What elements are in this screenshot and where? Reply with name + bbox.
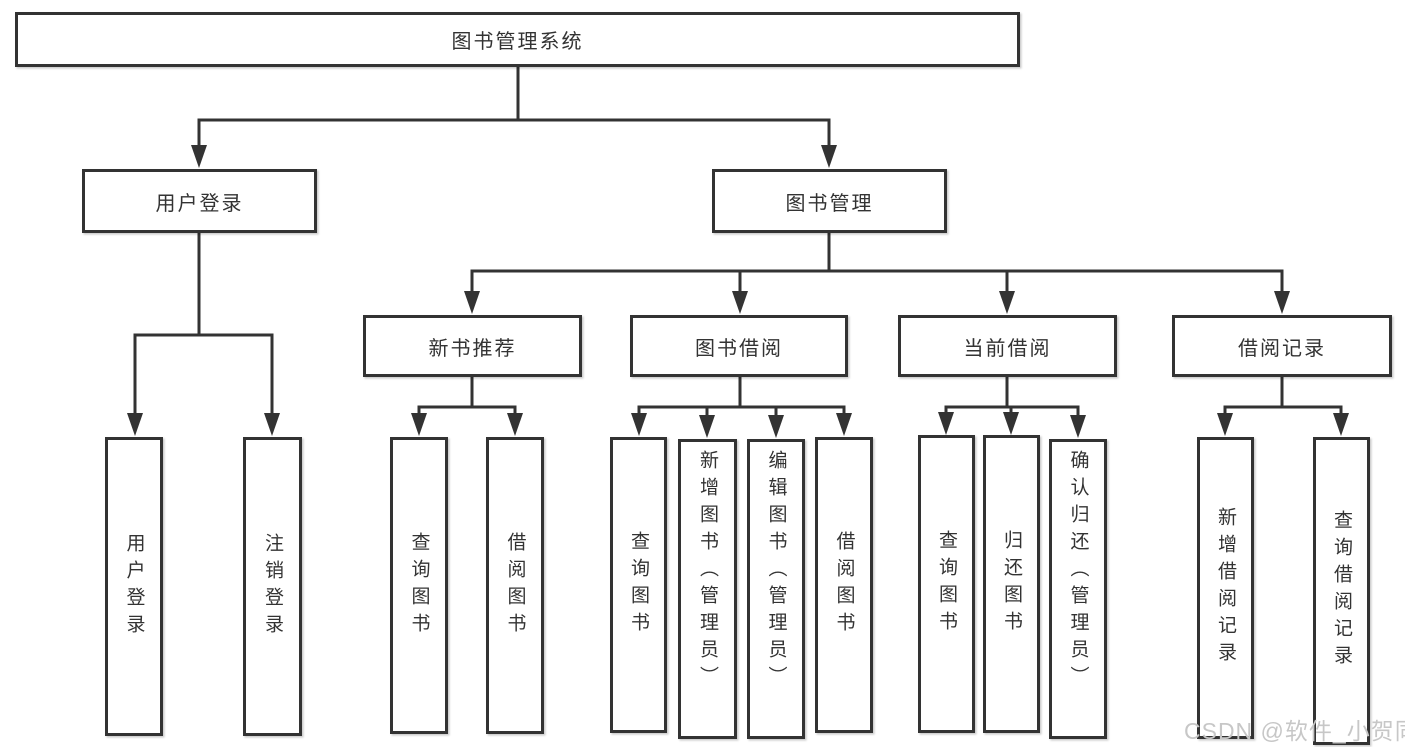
leaf-user-login: 用户登录 [105, 437, 163, 736]
leaf-query-borrow-record: 查询借阅记录 [1313, 437, 1370, 745]
node-library-management-system: 图书管理系统 [15, 12, 1020, 67]
watermark: CSDN @软件_小贺同学 [1184, 718, 1405, 744]
leaf-borrow-books-borrow: 借阅图书 [815, 437, 873, 733]
node-current-borrowing: 当前借阅 [898, 315, 1117, 377]
node-user-login: 用户登录 [82, 169, 317, 233]
leaf-edit-books-admin: 编辑图书（管理员） [747, 439, 805, 739]
node-book-management: 图书管理 [712, 169, 947, 233]
node-borrowing-records: 借阅记录 [1172, 315, 1392, 377]
leaf-return-books: 归还图书 [983, 435, 1040, 733]
leaf-confirm-return-admin: 确认归还（管理员） [1049, 439, 1107, 739]
leaf-borrow-books-newbook: 借阅图书 [486, 437, 544, 734]
node-new-book-recommendation: 新书推荐 [363, 315, 582, 377]
node-book-borrowing: 图书借阅 [630, 315, 848, 377]
leaf-query-books-current: 查询图书 [918, 435, 975, 733]
leaf-logout-login: 注销登录 [243, 437, 302, 736]
leaf-add-borrow-record: 新增借阅记录 [1197, 437, 1254, 739]
leaf-query-books-newbook: 查询图书 [390, 437, 448, 734]
leaf-add-books-admin: 新增图书（管理员） [678, 439, 737, 739]
leaf-query-books-borrow: 查询图书 [610, 437, 667, 733]
